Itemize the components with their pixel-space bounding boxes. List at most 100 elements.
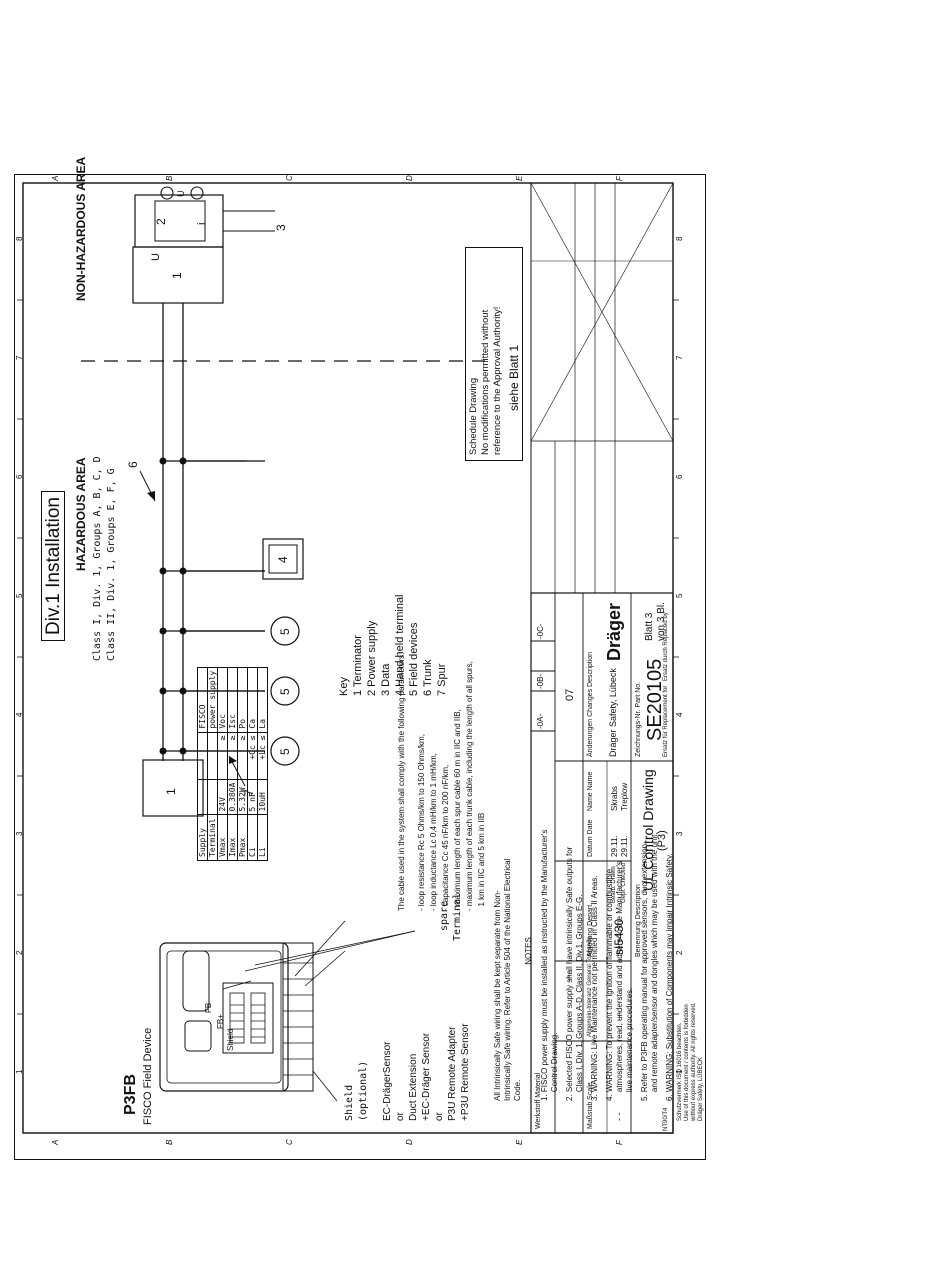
grid-col-label-bottom: 3: [675, 831, 684, 836]
tb-date2: 29.11.: [620, 835, 629, 857]
sensor-option-line: Duct Extension: [408, 1053, 419, 1121]
grid-col-label-top: 2: [15, 950, 24, 955]
key-heading: Key: [338, 677, 350, 696]
supply-value: [197, 779, 208, 815]
tb-scale: - -: [614, 1112, 624, 1122]
tb-name2: Treplow: [620, 782, 629, 811]
class2-label: Class II, Div. 1, Groups E, F, G: [106, 468, 117, 661]
tb-name1: Skrabs: [610, 786, 619, 811]
schedule-line: Schedule Drawing: [468, 377, 479, 455]
key-item: 4 Hand held terminal: [394, 594, 406, 696]
tb-ersatz-fuer: Ersatz für Replacement for: [663, 685, 669, 757]
fisco-param: Po: [237, 667, 248, 733]
note-line: 2. Selected FISCO power supply shall hav…: [565, 846, 574, 1101]
grid-col-label-bottom: 1: [675, 1069, 684, 1074]
key-item: 1 Terminator: [352, 635, 364, 696]
supply-relation: [197, 732, 208, 780]
grid-row-label-left: A: [51, 1139, 60, 1145]
copyright-line: Schutzvermerk ISO 16016 beachten.: [677, 1022, 683, 1121]
supply-value: 0.380A: [227, 779, 238, 815]
supply-param: Vmax: [217, 814, 228, 861]
grid-row-label-right: A: [51, 175, 60, 181]
fb-plus-label: FB+: [216, 1014, 225, 1029]
shield-optional-line2: (optional): [358, 1060, 369, 1121]
tb-ersatz-durch: Ersatz durch Replaced by: [663, 612, 669, 681]
grid-col-label-top: 4: [15, 712, 24, 717]
supply-value: [207, 779, 218, 815]
sensor-option-line: +EC-Dräger Sensor: [421, 1032, 432, 1121]
sensor-option-line: or: [434, 1112, 445, 1121]
tb-part-no: SE20105: [644, 658, 666, 741]
tb-ntr: NT90/T4: [663, 1107, 669, 1131]
hand-held-label: 4: [276, 556, 290, 563]
tb-bearb: Bearb. Drawn: [611, 866, 617, 903]
shield-optional-line1: Shield: [344, 1084, 355, 1121]
tb-aenderungen: Änderungen Changes Description: [587, 651, 594, 757]
tb-massstab: Maßstab Scale: [587, 1082, 594, 1129]
tb-zeichnungs: Zeichnungs-Nr. Part No.: [635, 681, 642, 757]
sensor-option-line: or: [395, 1112, 406, 1121]
supply-value: 10uH: [257, 779, 268, 815]
tb-tol-val: ---: [614, 1012, 624, 1021]
grid-col-label-bottom: 4: [675, 712, 684, 717]
key-item: 3 Data: [380, 663, 392, 696]
grid-row-label-left: E: [515, 1139, 524, 1145]
copyright-line: without express authority. All rights re…: [691, 1002, 697, 1121]
main-title: Div.1 Installation: [43, 497, 64, 635]
supply-relation: [207, 732, 218, 780]
copyright-line: Dräger Safety, LÜBECK: [698, 1057, 704, 1121]
fisco-param: Voc: [217, 667, 228, 733]
tb-name-header: Name Name: [587, 771, 594, 811]
tb-rev: 07: [564, 688, 576, 701]
u-label: U: [150, 253, 162, 261]
supply-param: Terminal: [207, 814, 218, 861]
key-item: 7 Spur: [436, 663, 448, 696]
note-line: Control Drawing.: [550, 1032, 559, 1101]
field-device-label-1: 5: [278, 748, 292, 755]
data-label: 3: [274, 224, 288, 231]
i-label: i: [196, 222, 208, 225]
tb-blatt: Blatt 3: [644, 612, 655, 641]
supply-relation: +Cc ≤: [247, 732, 258, 780]
shield-label: Shield: [226, 1028, 235, 1051]
supply-param: Supply: [197, 814, 208, 861]
grid-col-label-top: 5: [15, 593, 24, 598]
grid-col-label-bottom: 7: [675, 355, 684, 360]
device-subtitle: FISCO Field Device: [142, 1027, 154, 1125]
supply-value: 5 nF: [247, 779, 258, 815]
plug-u-label: U: [176, 190, 186, 198]
grid-row-label-left: D: [405, 1139, 414, 1145]
tb-title2: (P3): [656, 830, 668, 851]
spur-label: 7: [242, 789, 256, 796]
hazardous-area-label: HAZARDOUS AREA: [74, 457, 88, 571]
grid-col-label-top: 1: [15, 1069, 24, 1074]
grid-col-label-top: 3: [15, 831, 24, 836]
grid-row-label-left: B: [165, 1139, 174, 1145]
supply-value: 5.32W: [237, 779, 248, 815]
tb-col-b: -0B-: [536, 673, 545, 689]
drawing-sheet: Div.1 Installation HAZARDOUS AREA NON-HA…: [14, 157, 707, 1161]
tb-dash: ---: [564, 971, 575, 981]
rotated-drawing: Div.1 Installation HAZARDOUS AREA NON-HA…: [15, 157, 707, 1161]
field-device-label-3: 5: [278, 628, 292, 635]
field-device-label-2: 5: [278, 688, 292, 695]
tb-date1: 29.11.: [610, 835, 619, 857]
terminator-right-label: 1: [170, 272, 184, 279]
tb-benennung: Benennung Description: [635, 884, 642, 957]
grid-col-label-top: 6: [15, 474, 24, 479]
supply-param: Li: [257, 814, 268, 861]
fisco-param: La: [257, 667, 268, 733]
note-line: 1. FISCO power supply must be installed …: [540, 829, 549, 1101]
supply-relation: +Lc ≤: [257, 732, 268, 780]
supply-param: Pmax: [237, 814, 248, 861]
tb-datum: Datum Date: [587, 819, 594, 857]
